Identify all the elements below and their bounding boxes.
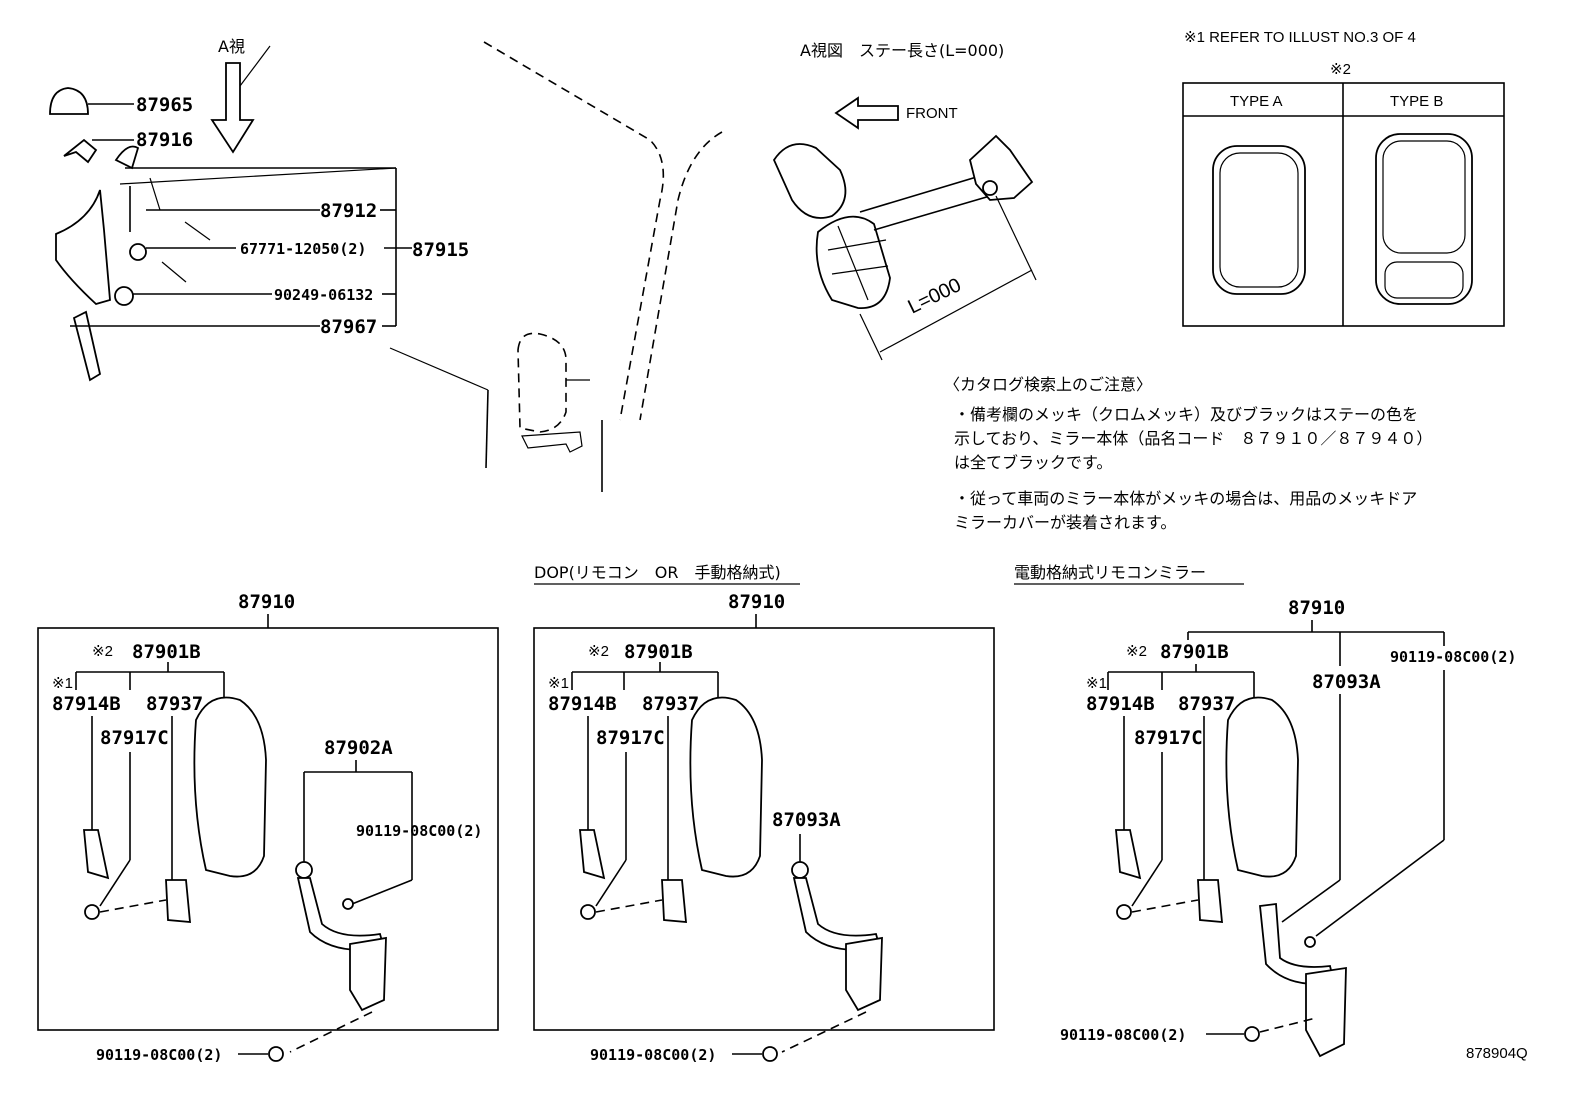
view-a-detail: A視図 ステー長さ(L=000) FRONT L=000 <box>772 41 1037 361</box>
note-line-5: ミラーカバーが装着されます。 <box>954 513 1176 532</box>
panel1-87902a: 87902A <box>324 737 393 759</box>
panel3-gasket <box>1115 829 1142 880</box>
panel3-87937: 87937 <box>1178 693 1235 715</box>
panel3-screw-upper: 90119-08C00(2) <box>1390 648 1516 666</box>
panel-3: 電動格納式リモコンミラー 87910 ※2 87901B 90119-08C00… <box>1014 563 1528 1062</box>
part-67771-12050: 67771-12050(2) <box>240 240 366 258</box>
panel1-assy: 87910 <box>238 591 295 613</box>
note-line-1: ・備考欄のメッキ（クロムメッキ）及びブラックはステーの色を <box>954 405 1418 424</box>
panel2-base <box>845 936 883 1012</box>
panel2-stay <box>792 877 882 951</box>
illustration-id: 878904Q <box>1466 1045 1528 1062</box>
panel2-ball <box>791 861 809 879</box>
note-line-4: ・従って車両のミラー本体がメッキの場合は、用品のメッキドア <box>954 489 1417 508</box>
view-a-detail-title: A視図 ステー長さ(L=000) <box>800 41 1004 60</box>
triangle-cover <box>55 189 111 306</box>
panel3-caption: 電動格納式リモコンミラー <box>1014 563 1206 582</box>
note-line-2: 示しており、ミラー本体（品名コード ８７９１０／８７９４０） <box>954 429 1432 448</box>
panel3-assy: 87910 <box>1288 597 1345 619</box>
panel3-screw-lower: 90119-08C00(2) <box>1060 1026 1186 1044</box>
front-label: FRONT <box>906 105 958 122</box>
type-b-label: TYPE B <box>1390 93 1443 110</box>
panel3-mark2: ※2 <box>1126 643 1147 660</box>
panel1-mark1: ※1 <box>52 675 73 692</box>
type-b-mirror <box>1375 133 1473 305</box>
part-87967: 87967 <box>320 316 377 338</box>
front-arrow-icon <box>834 96 899 130</box>
panel2-mirror-cover <box>689 696 763 878</box>
panel1-87937: 87937 <box>146 693 203 715</box>
panel2-gasket <box>579 829 606 880</box>
panel1-mirror-cover <box>193 696 267 878</box>
note-refer-illust: ※1 REFER TO ILLUST NO.3 OF 4 <box>1184 29 1416 46</box>
panel3-mark1: ※1 <box>1086 675 1107 692</box>
panel1-stay <box>296 877 386 951</box>
mirror-head-top <box>772 143 847 219</box>
mirror-on-vehicle <box>517 332 567 433</box>
clip-part <box>63 138 98 164</box>
part-87916: 87916 <box>136 129 193 151</box>
panel1-screw-lower: 90119-08C00(2) <box>96 1046 222 1064</box>
type-a-mirror <box>1212 145 1306 295</box>
panel2-caption: DOP(リモコン OR 手動格納式) <box>534 563 781 582</box>
note-mark-2: ※2 <box>1330 61 1351 78</box>
note-line-3: は全てブラックです。 <box>954 453 1112 472</box>
panel1-gasket <box>83 829 110 880</box>
view-direction-arrow <box>210 62 255 154</box>
panel-2: DOP(リモコン OR 手動格納式) 87910 ※2 87901B ※1 87… <box>533 563 995 1064</box>
catalog-note: 〈カタログ検索上のご注意〉 ・備考欄のメッキ（クロムメッキ）及びブラックはステー… <box>944 375 1432 532</box>
part-87915: 87915 <box>412 239 469 261</box>
panel3-87093a: 87093A <box>1312 671 1381 693</box>
panel3-holder <box>1197 879 1223 923</box>
panel2-assy: 87910 <box>728 591 785 613</box>
top-left-assembly: A視 87965 87916 87912 <box>49 37 469 382</box>
screw-90249 <box>114 286 134 306</box>
panel2-87917c: 87917C <box>596 727 665 749</box>
view-a-label: A視 <box>218 37 245 56</box>
panel1-ball <box>295 861 313 879</box>
panel3-87917c: 87917C <box>1134 727 1203 749</box>
panel3-87901b: 87901B <box>1160 641 1229 663</box>
panel1-87914b: 87914B <box>52 693 121 715</box>
panel2-87093a: 87093A <box>772 809 841 831</box>
panel1-screw-upper: 90119-08C00(2) <box>356 822 482 840</box>
panel2-87937: 87937 <box>642 693 699 715</box>
clip-67771 <box>129 243 147 261</box>
panel1-mark2: ※2 <box>92 643 113 660</box>
part-87965: 87965 <box>136 94 193 116</box>
cap-part <box>49 87 89 115</box>
panel1-87901b: 87901B <box>132 641 201 663</box>
type-a-label: TYPE A <box>1230 93 1283 110</box>
mount-bracket <box>968 134 1034 201</box>
panel2-holder <box>661 879 687 923</box>
panel3-mirror-cover <box>1225 696 1299 878</box>
panel2-mark2: ※2 <box>588 643 609 660</box>
panel1-base <box>349 936 387 1012</box>
panel2-mark1: ※1 <box>548 675 569 692</box>
panel3-base <box>1305 966 1347 1058</box>
part-87912: 87912 <box>320 200 377 222</box>
panel2-87901b: 87901B <box>624 641 693 663</box>
panel1-holder <box>165 879 191 923</box>
panel-1: 87910 ※2 87901B ※1 87914B 87937 87917C 8… <box>37 591 499 1064</box>
panel3-87914b: 87914B <box>1086 693 1155 715</box>
panel2-87914b: 87914B <box>548 693 617 715</box>
panel1-87917c: 87917C <box>100 727 169 749</box>
panel2-screw-lower: 90119-08C00(2) <box>590 1046 716 1064</box>
part-90249-06132: 90249-06132 <box>274 286 373 304</box>
note-heading: 〈カタログ検索上のご注意〉 <box>944 375 1152 394</box>
type-table: ※1 REFER TO ILLUST NO.3 OF 4 ※2 TYPE A T… <box>1182 29 1505 327</box>
vehicle-outline <box>389 41 723 492</box>
